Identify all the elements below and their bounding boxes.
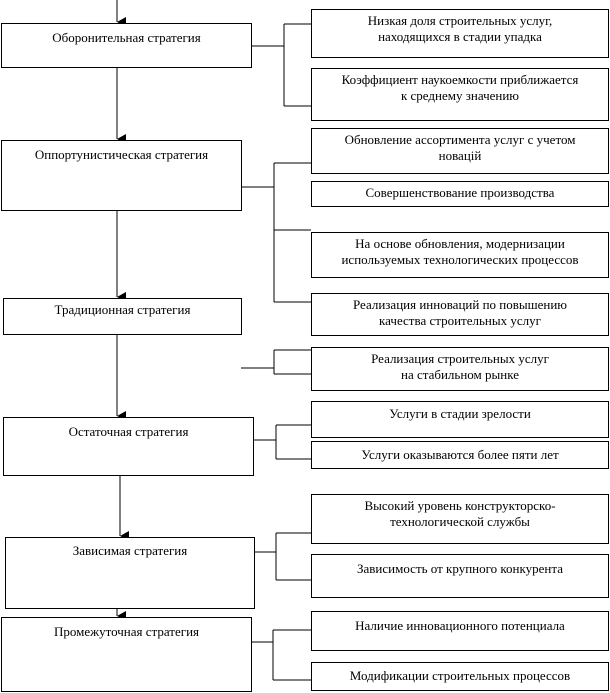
feature-box: На основе обновления, модернизации испол… [311,232,609,278]
feature-text: Услуги оказываются более пяти лет [361,447,559,462]
feature-text: Зависимость от крупного конкурента [357,561,563,576]
strategy-box-opportunistic: Оппортунистическая стратегия [1,140,242,211]
feature-text: Коэффициент наукоемкости приближается к … [341,72,579,103]
strategy-box-intermediate: Промежуточная стратегия [1,617,252,692]
feature-box: Низкая доля строительных услуг, находящи… [311,9,609,58]
feature-box: Зависимость от крупного конкурента [311,554,609,598]
feature-text: Совершенствование производства [365,185,555,200]
feature-text: Низкая доля строительных услуг, находящи… [367,13,553,44]
feature-box: Наличие инновационного потенциала [311,611,609,651]
feature-box: Реализация строительных услуг на стабиль… [311,347,609,391]
feature-text: Высокий уровень конструкторско- технолог… [364,498,556,529]
strategy-box-defensive: Оборонительная стратегия [1,23,252,68]
strategy-box-traditional: Традиционная стратегия [3,298,242,335]
feature-box: Коэффициент наукоемкости приближается к … [311,68,609,121]
feature-text: На основе обновления, модернизации испол… [341,236,579,267]
feature-box: Услуги оказываются более пяти лет [311,441,609,469]
feature-box: Реализация инноваций по повышению качест… [311,293,609,336]
feature-text: Реализация строительных услуг на стабиль… [371,351,549,382]
feature-text: Обновление ассортимента услуг с учетом н… [344,132,576,163]
feature-box: Высокий уровень конструкторско- технолог… [311,494,609,544]
feature-box: Обновление ассортимента услуг с учетом н… [311,128,609,174]
feature-text: Услуги в стадии зрелости [389,406,531,421]
feature-box: Совершенствование производства [311,181,609,207]
strategy-box-residual: Остаточная стратегия [3,417,254,476]
strategy-box-dependent: Зависимая стратегия [5,537,255,609]
feature-text: Реализация инноваций по повышению качест… [352,297,568,328]
feature-text: Наличие инновационного потенциала [355,618,565,633]
feature-box: Услуги в стадии зрелости [311,401,609,438]
feature-box: Модификации строительных процессов [311,662,609,691]
feature-text: Модификации строительных процессов [349,668,571,683]
